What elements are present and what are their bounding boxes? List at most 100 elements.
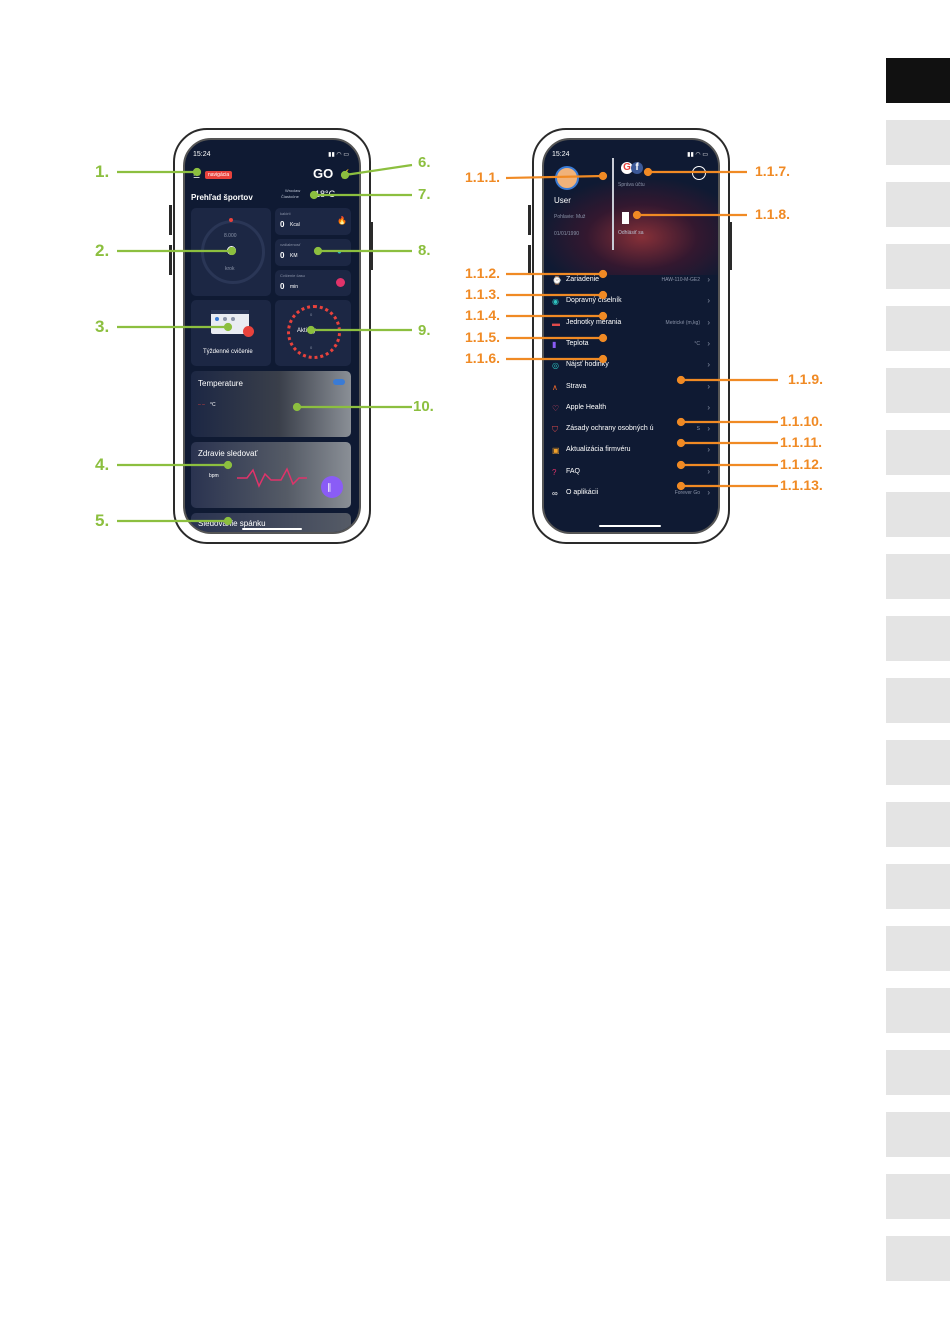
account-label[interactable]: Správa účtu bbox=[618, 182, 645, 188]
menu-item[interactable]: ?FAQ› bbox=[552, 467, 712, 481]
phone-side-button bbox=[528, 245, 531, 275]
menu-item[interactable]: ▣Aktualizácia firmvéru› bbox=[552, 445, 712, 459]
chapter-tab[interactable] bbox=[886, 616, 950, 661]
distance-value: 0 bbox=[280, 251, 285, 260]
avatar[interactable] bbox=[555, 166, 579, 190]
go-logo: GO bbox=[313, 166, 334, 181]
calendar-icon bbox=[211, 310, 249, 334]
menu-item[interactable]: ◉Dopravný číselník› bbox=[552, 296, 712, 310]
wave-background bbox=[544, 180, 718, 275]
question-icon: ? bbox=[552, 467, 557, 477]
chapter-tab[interactable] bbox=[886, 492, 950, 537]
callout-label: 1.1.4. bbox=[465, 307, 501, 323]
menu-item-label: Apple Health bbox=[566, 403, 607, 411]
menu-item-label: Nájsť hodinky bbox=[566, 361, 609, 369]
logout-icon[interactable] bbox=[622, 212, 629, 224]
chapter-tab[interactable] bbox=[886, 926, 950, 971]
chevron-right-icon: › bbox=[707, 381, 710, 391]
google-icon[interactable]: G bbox=[621, 162, 633, 174]
temperature-card[interactable]: Temperature – – °C bbox=[191, 371, 351, 437]
chapter-tab-active[interactable] bbox=[886, 58, 950, 103]
chapter-tab[interactable] bbox=[886, 864, 950, 909]
distance-card[interactable]: vzdialenosť 0 KM ● bbox=[275, 239, 351, 266]
logout-label[interactable]: Odhlásiť sa bbox=[618, 230, 644, 236]
chapter-tab[interactable] bbox=[886, 1174, 950, 1219]
chapter-tab[interactable] bbox=[886, 554, 950, 599]
clock-icon bbox=[336, 278, 345, 287]
phone-side-button bbox=[370, 222, 373, 270]
menu-icon[interactable]: ☰ bbox=[193, 171, 201, 180]
chapter-tab[interactable] bbox=[886, 988, 950, 1033]
activity-ring bbox=[287, 305, 341, 359]
menu-item[interactable]: ♡Apple Health› bbox=[552, 403, 712, 417]
chapter-tab[interactable] bbox=[886, 678, 950, 723]
home-indicator bbox=[242, 528, 302, 530]
activity-card[interactable]: 0 Aktivity 0 bbox=[275, 300, 351, 366]
steps-card[interactable]: 8.000 krok bbox=[191, 208, 271, 296]
menu-item-label: Strava bbox=[566, 382, 587, 390]
chapter-tabs bbox=[886, 0, 950, 1344]
weekly-exercise-card[interactable]: Týždenné cvičenie bbox=[191, 300, 271, 366]
sleep-card[interactable]: Sledovanie spánku bbox=[191, 513, 351, 532]
health-card[interactable]: Zdravie sledovať bpm ∥ bbox=[191, 442, 351, 508]
chapter-tab[interactable] bbox=[886, 182, 950, 227]
facebook-icon[interactable]: f bbox=[631, 162, 643, 174]
heartbeat-wave bbox=[237, 467, 307, 488]
flame-icon: 🔥 bbox=[337, 216, 347, 225]
menu-item[interactable]: ∧Strava› bbox=[552, 382, 712, 396]
chapter-tab[interactable] bbox=[886, 306, 950, 351]
run-icon[interactable]: ⚡ bbox=[340, 169, 352, 179]
callout-label: 1.1.8. bbox=[755, 206, 791, 222]
activity-top: 0 bbox=[310, 312, 313, 317]
go-logo-icon: ∞ bbox=[552, 489, 558, 498]
temperature-dash: – – bbox=[198, 402, 205, 408]
add-badge-icon bbox=[243, 326, 254, 337]
menu-item-label: Jednotky merania bbox=[566, 318, 622, 326]
calories-card[interactable]: kalórií 0 Kcal 🔥 bbox=[275, 208, 351, 235]
menu-item[interactable]: ▮Teplota°C› bbox=[552, 339, 712, 353]
health-action-icon[interactable]: ∥ bbox=[321, 476, 343, 498]
heart-icon: ♡ bbox=[552, 403, 560, 413]
chapter-tab[interactable] bbox=[886, 368, 950, 413]
chapter-tab[interactable] bbox=[886, 740, 950, 785]
home-indicator bbox=[599, 525, 661, 527]
navigation-badge[interactable]: navigácia bbox=[205, 171, 233, 179]
chevron-right-icon: › bbox=[707, 275, 710, 284]
callout-label: 1.1.13. bbox=[780, 477, 823, 493]
calories-unit: Kcal bbox=[290, 222, 300, 228]
user-name: User bbox=[554, 196, 571, 205]
chapter-tab[interactable] bbox=[886, 1050, 950, 1095]
watch-icon: ⌚ bbox=[552, 276, 562, 285]
chapter-tab[interactable] bbox=[886, 430, 950, 475]
chapter-tab[interactable] bbox=[886, 802, 950, 847]
menu-item[interactable]: ◎Nájsť hodinky› bbox=[552, 360, 712, 374]
steps-icon bbox=[227, 246, 236, 255]
callout-label: 5. bbox=[95, 511, 110, 530]
exercise-card[interactable]: Cvičenie času 0 min bbox=[275, 270, 351, 296]
steps-unit: krok bbox=[225, 266, 235, 272]
chapter-tab[interactable] bbox=[886, 120, 950, 165]
chapter-tab[interactable] bbox=[886, 1112, 950, 1157]
menu-item-label: Dopravný číselník bbox=[566, 297, 622, 305]
chapter-tab[interactable] bbox=[886, 1236, 950, 1281]
calories-value: 0 bbox=[280, 220, 285, 229]
user-birthdate: 01/01/1990 bbox=[554, 231, 580, 237]
callout-label: 1.1.2. bbox=[465, 265, 501, 281]
settings-close-icon[interactable] bbox=[692, 166, 706, 180]
phone-screen: 15:24 ▮▮ ◠ ▭ User Pohlavie: Muž 01/01/19… bbox=[542, 138, 720, 534]
menu-item-value: S bbox=[696, 426, 700, 433]
thermometer-icon: ▮ bbox=[552, 339, 557, 349]
search-icon: ◎ bbox=[552, 361, 559, 371]
sleep-title: Sledovanie spánku bbox=[198, 519, 266, 528]
ruler-icon: ▬ bbox=[552, 318, 560, 328]
chevron-right-icon: › bbox=[707, 488, 710, 497]
chapter-tab[interactable] bbox=[886, 244, 950, 289]
callout-label: 3. bbox=[95, 317, 110, 336]
activity-bottom: 0 bbox=[310, 345, 313, 350]
steps-ring-dot bbox=[229, 218, 233, 222]
